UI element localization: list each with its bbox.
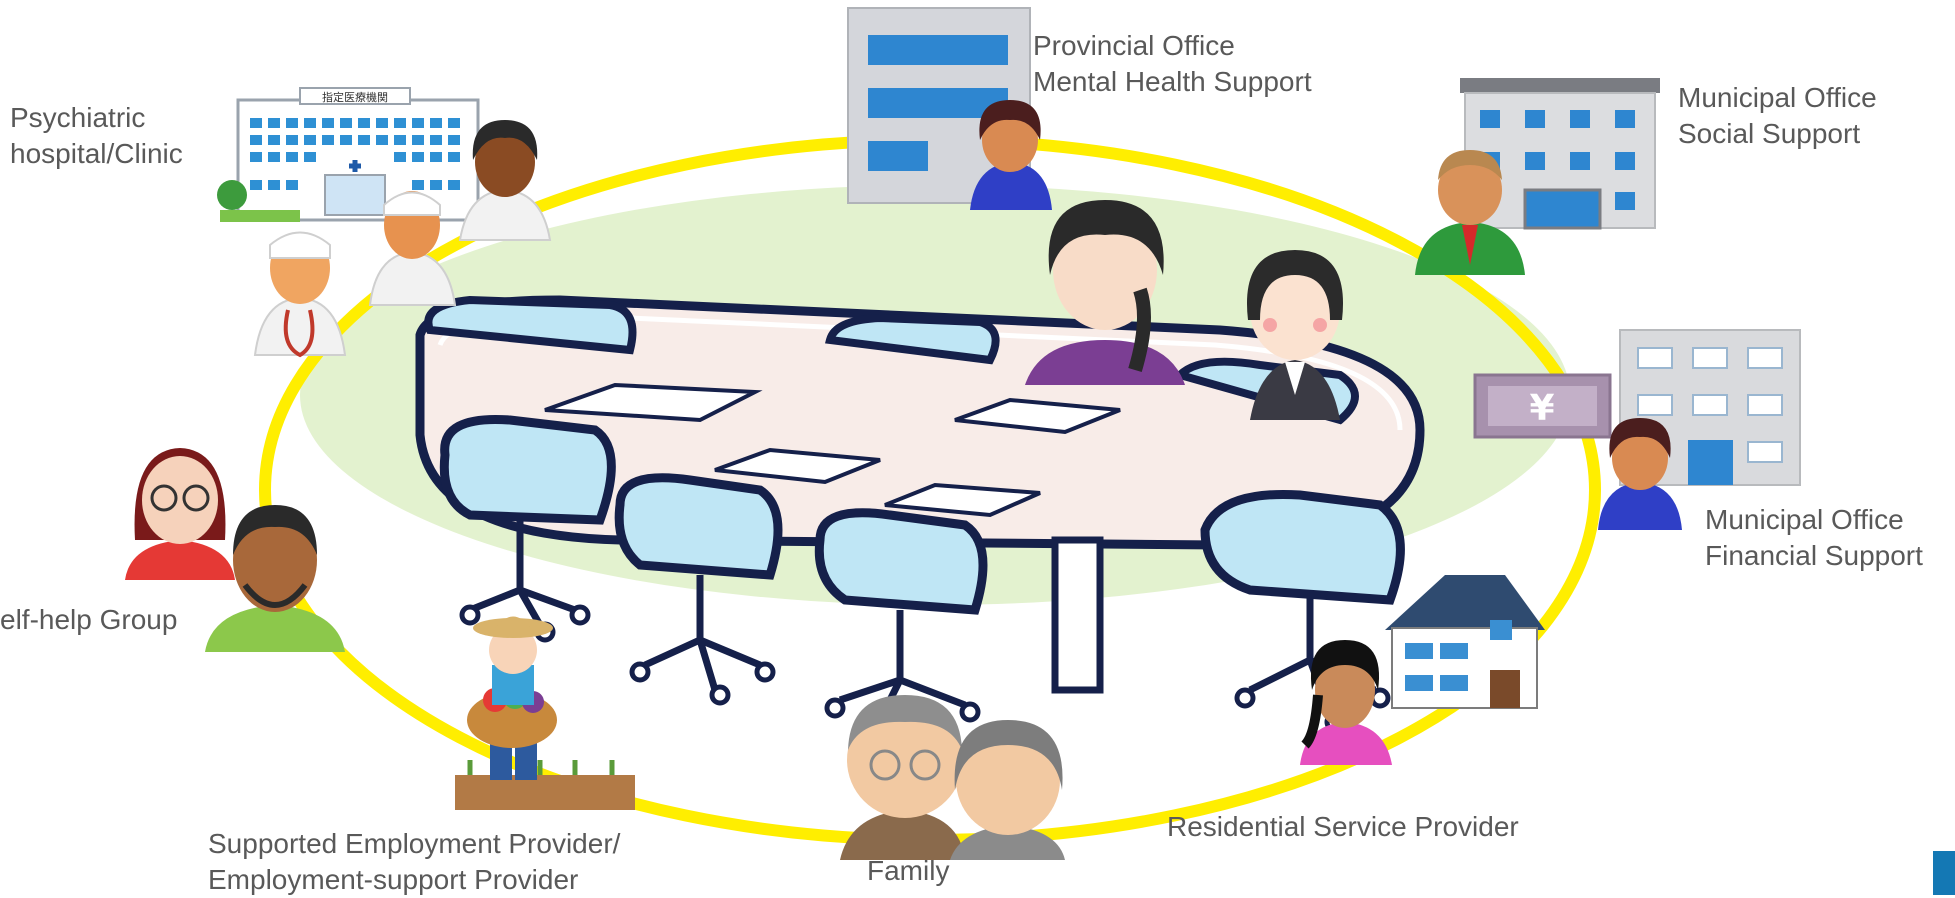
label-line: Supported Employment Provider/: [208, 828, 621, 859]
hospital-icon: 指定医療機関: [217, 87, 480, 222]
self-help-woman-icon: [125, 448, 235, 580]
seated-woman-purple: [1025, 200, 1185, 385]
label-line: Financial Support: [1705, 540, 1923, 571]
yen-symbol: ¥: [1529, 388, 1554, 429]
nurse-icon: [368, 191, 457, 306]
label-municipal-financial: Municipal Office Financial Support: [1705, 502, 1923, 574]
label-self-help-group: elf-help Group: [0, 602, 177, 638]
provincial-staff-icon: [970, 100, 1052, 210]
label-provincial-office: Provincial Office Mental Health Support: [1033, 28, 1312, 100]
seated-woman-suit: [1246, 250, 1344, 420]
label-line: Family: [867, 855, 950, 886]
label-residential-provider: Residential Service Provider: [1167, 809, 1519, 845]
label-line: elf-help Group: [0, 604, 178, 635]
residential-house-icon: [1385, 575, 1545, 709]
residential-staff-icon: [1300, 640, 1392, 765]
label-municipal-social: Municipal Office Social Support: [1678, 80, 1877, 152]
label-family: Family: [867, 853, 949, 889]
label-line: Mental Health Support: [1033, 66, 1312, 97]
label-employment-provider: Supported Employment Provider/ Employmen…: [208, 826, 620, 898]
slide-corner-accent: [1933, 851, 1955, 895]
farmer-icon: [455, 616, 635, 810]
self-help-man-icon: [205, 505, 345, 652]
municipal-social-staff-icon: [1415, 150, 1525, 275]
municipal-financial-staff-icon: [1598, 418, 1682, 530]
doctor-dark-icon: [458, 120, 552, 241]
family-elderly-couple-icon: [840, 695, 1065, 860]
label-line: Municipal Office: [1678, 82, 1877, 113]
label-line: Social Support: [1678, 118, 1861, 149]
label-line: Provincial Office: [1033, 30, 1235, 61]
label-line: Municipal Office: [1705, 504, 1904, 535]
label-line: hospital/Clinic: [10, 138, 183, 169]
hospital-sign: 指定医療機関: [322, 90, 388, 104]
label-line: Employment-support Provider: [208, 864, 579, 895]
yen-sign-icon: ¥: [1473, 373, 1612, 439]
doctor-icon: [253, 231, 347, 358]
label-line: Residential Service Provider: [1167, 811, 1519, 842]
conference-table-illustration: [415, 295, 1425, 736]
label-psychiatric-hospital: Psychiatric hospital/Clinic: [10, 100, 183, 172]
label-line: Psychiatric: [10, 102, 146, 133]
